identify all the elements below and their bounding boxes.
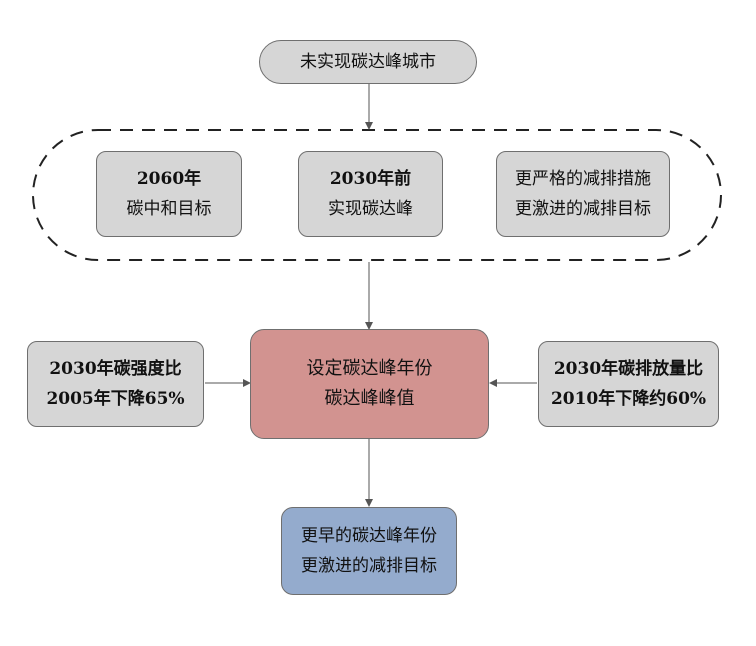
node-earlier-peak-line1: 更早的碳达峰年份 (301, 526, 437, 546)
node-2060-line1: 2060年 (136, 169, 202, 189)
node-earlier-peak-line2: 更激进的减排目标 (301, 556, 437, 576)
node-set-peak-line2: 碳达峰峰值 (324, 388, 415, 409)
node-uncompleted-cities-label: 未实现碳达峰城市 (300, 52, 436, 72)
node-stricter-line2: 更激进的减排目标 (515, 199, 651, 219)
node-carbon-intensity: 2030年碳强度比 2005年下降65% (27, 341, 204, 427)
node-carbon-emission: 2030年碳排放量比 2010年下降约60% (538, 341, 719, 427)
target-group-boundary (32, 129, 722, 261)
node-2060-neutrality: 2060年 碳中和目标 (96, 151, 242, 237)
node-set-peak-line1: 设定碳达峰年份 (306, 358, 433, 379)
node-stricter-measures: 更严格的减排措施 更激进的减排目标 (496, 151, 670, 237)
node-2060-line2: 碳中和目标 (126, 199, 212, 219)
node-2030-line2: 实现碳达峰 (328, 199, 413, 219)
node-uncompleted-cities: 未实现碳达峰城市 (259, 40, 477, 84)
node-carbon-intensity-line1: 2030年碳强度比 (49, 359, 182, 379)
node-carbon-intensity-line2: 2005年下降65% (46, 389, 185, 409)
node-2030-line1: 2030年前 (329, 169, 412, 189)
node-set-peak-year: 设定碳达峰年份 碳达峰峰值 (250, 329, 489, 439)
node-carbon-emission-line2: 2010年下降约60% (550, 389, 707, 409)
node-2030-peak: 2030年前 实现碳达峰 (298, 151, 443, 237)
node-stricter-line1: 更严格的减排措施 (515, 169, 651, 189)
node-carbon-emission-line1: 2030年碳排放量比 (553, 359, 704, 379)
node-earlier-peak: 更早的碳达峰年份 更激进的减排目标 (281, 507, 457, 595)
